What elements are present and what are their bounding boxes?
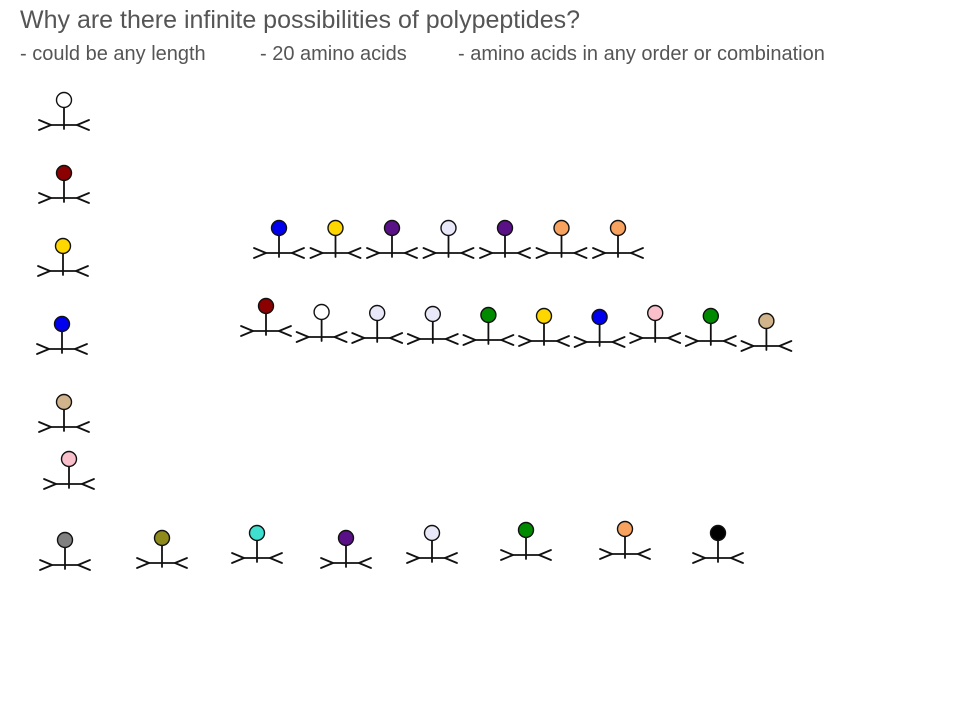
amino-acid-molecule-icon [153, 529, 171, 547]
amino-acid-molecule-icon [709, 524, 727, 542]
point-any-order: - amino acids in any order or combinatio… [458, 43, 825, 65]
point-any-length: - could be any length [20, 43, 206, 65]
amino-acid-molecule-icon [553, 219, 570, 237]
amino-acid-molecule-icon [327, 219, 344, 237]
amino-acid-molecule-icon [55, 91, 73, 109]
amino-acid-molecule-icon [424, 305, 441, 323]
amino-acid-molecule-icon [535, 307, 553, 325]
amino-acid-single [36, 315, 88, 355]
amino-acid-molecule-icon [55, 164, 73, 182]
amino-acid-molecule-icon [337, 529, 355, 547]
amino-acid-single [406, 524, 458, 564]
amino-acid-molecule-icon [383, 219, 401, 237]
amino-acid-molecule-icon [591, 308, 608, 326]
amino-acid-molecule-icon [496, 219, 514, 237]
amino-acid-molecule-icon [270, 219, 288, 237]
amino-acid-molecule-icon [517, 521, 535, 539]
polypeptide-residue [629, 304, 682, 344]
amino-acid-single [37, 237, 89, 277]
polypeptide-residue [740, 312, 793, 352]
amino-acid-single [38, 164, 90, 204]
polypeptide-residue [573, 308, 626, 348]
amino-acid-single [39, 531, 91, 571]
polypeptide-long [240, 297, 793, 352]
amino-acid-single [500, 521, 552, 561]
polypeptide-residue [240, 297, 292, 337]
amino-acid-molecule-icon [257, 297, 275, 315]
polypeptide-residue [592, 219, 644, 259]
polypeptide-short [253, 219, 644, 259]
amino-acid-single [38, 393, 90, 433]
amino-acid-molecule-icon [56, 531, 74, 549]
point-twenty-amino-acids: - 20 amino acids [260, 43, 407, 65]
slide-title: Why are there infinite possibilities of … [20, 6, 581, 34]
amino-acid-molecule-icon [55, 393, 73, 411]
amino-acid-single [231, 524, 283, 564]
polypeptide-residue [295, 303, 348, 343]
amino-acid-molecule-icon [60, 450, 78, 468]
polypeptide-residue [406, 305, 459, 345]
polypeptide-residue [366, 219, 418, 259]
amino-acid-molecule-icon [480, 306, 497, 324]
polypeptide-residue [309, 219, 362, 259]
amino-acid-single [599, 520, 651, 560]
amino-acid-molecule-icon [440, 219, 457, 237]
amino-acid-molecule-icon [313, 303, 330, 321]
amino-acid-molecule-icon [609, 219, 627, 237]
polypeptide-residue [518, 307, 570, 347]
amino-acid-molecule-icon [647, 304, 664, 322]
amino-acid-single [43, 450, 95, 490]
amino-acid-molecule-icon [702, 307, 719, 325]
amino-acid-single [692, 524, 744, 564]
amino-acid-molecule-icon [53, 315, 71, 333]
amino-acid-molecule-icon [758, 312, 775, 330]
polypeptide-residue [351, 304, 404, 344]
amino-acid-molecule-icon [423, 524, 441, 542]
amino-acid-molecule-icon [616, 520, 634, 538]
polypeptide-residue [422, 219, 475, 259]
polypeptide-residue [253, 219, 305, 259]
polypeptide-residue [479, 219, 531, 259]
polypeptide-residue [535, 219, 588, 259]
polypeptide-residue [684, 307, 737, 347]
amino-acid-molecule-icon [369, 304, 386, 322]
amino-acid-molecule-icon [54, 237, 72, 255]
polypeptide-residue [462, 306, 515, 346]
amino-acid-single [136, 529, 188, 569]
amino-acid-molecule-icon [248, 524, 266, 542]
amino-acid-single [38, 91, 90, 131]
amino-acid-single [320, 529, 372, 569]
